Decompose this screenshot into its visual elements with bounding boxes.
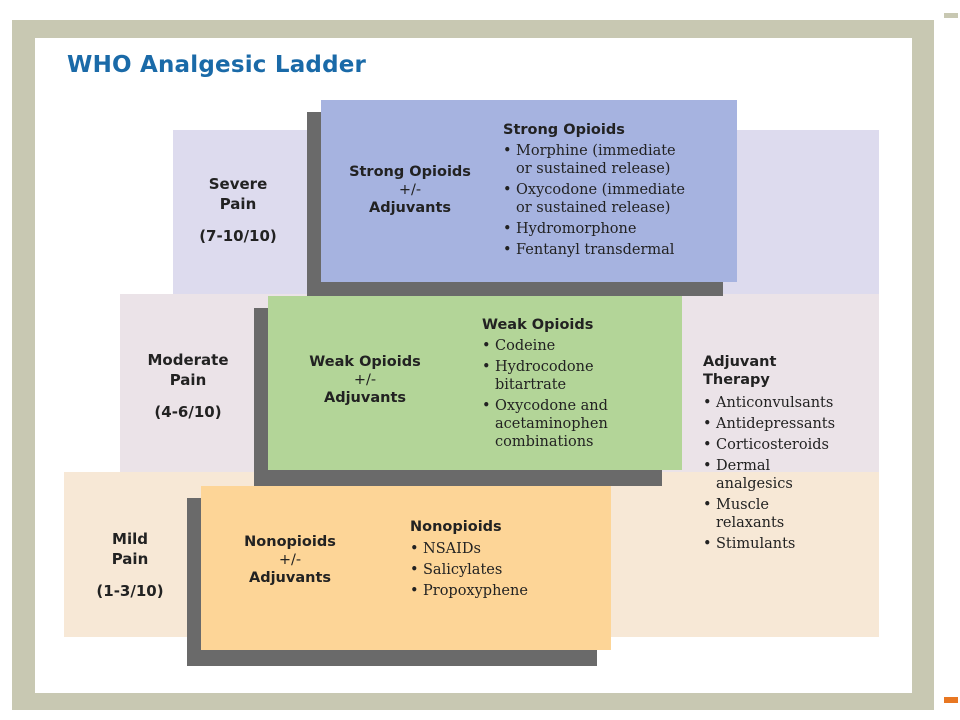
center-label-line: Weak Opioids (309, 354, 421, 370)
nonopioids-list-heading: Nonopioids (410, 519, 502, 535)
strong-opioids-list-heading: Strong Opioids (503, 122, 625, 138)
mild-pain-label: Mild Pain (1-3/10) (76, 529, 184, 601)
list-item: NSAIDs (410, 540, 600, 558)
weak-opioids-list: CodeineHydrocodonebitartrateOxycodone an… (482, 337, 672, 454)
list-item: Fentanyl transdermal (503, 241, 733, 259)
pain-level-word: Pain (111, 550, 149, 568)
list-item: Hydromorphone (503, 220, 733, 238)
corner-mark-bottom (944, 697, 958, 703)
weak-opioids-center-label: Weak Opioids +/- Adjuvants (290, 353, 440, 407)
adjuvant-heading-line: Therapy (703, 372, 770, 388)
moderate-pain-label: Moderate Pain (4-6/10) (128, 350, 248, 422)
center-label-line: +/- (278, 552, 302, 568)
pain-range: (4-6/10) (154, 403, 222, 421)
list-item: Propoxyphene (410, 582, 600, 600)
nonopioids-center-label: Nonopioids +/- Adjuvants (220, 533, 360, 587)
center-label-line: Strong Opioids (349, 164, 471, 180)
list-item: Salicylates (410, 561, 600, 579)
pain-range: (1-3/10) (96, 582, 164, 600)
pain-level-word: Severe (208, 175, 268, 193)
list-item: Stimulants (703, 535, 873, 553)
pain-range: (7-10/10) (199, 227, 277, 245)
severe-pain-label: Severe Pain (7-10/10) (180, 174, 296, 246)
center-label-line: +/- (353, 372, 377, 388)
pain-level-word: Pain (169, 371, 207, 389)
pain-level-word: Pain (219, 195, 257, 213)
diagram-title: WHO Analgesic Ladder (67, 52, 367, 78)
center-label-line: Adjuvants (323, 390, 406, 406)
center-label-line: Nonopioids (244, 534, 336, 550)
pain-level-word: Mild (112, 530, 148, 548)
center-label-line: +/- (398, 182, 422, 198)
corner-mark-top (944, 13, 958, 18)
weak-opioids-list-heading: Weak Opioids (482, 317, 594, 333)
pain-level-word: Moderate (147, 351, 229, 369)
list-item: Anticonvulsants (703, 394, 873, 412)
nonopioids-list: NSAIDsSalicylatesPropoxyphene (410, 540, 600, 603)
adjuvant-heading-line: Adjuvant (703, 354, 777, 370)
list-item: Antidepressants (703, 415, 873, 433)
list-item: Codeine (482, 337, 672, 355)
strong-opioids-center-label: Strong Opioids +/- Adjuvants (330, 163, 490, 217)
adjuvant-therapy-list: AnticonvulsantsAntidepressantsCorticoste… (703, 394, 873, 556)
center-label-line: Adjuvants (368, 200, 451, 216)
center-label-line: Adjuvants (248, 570, 331, 586)
list-item: Corticosteroids (703, 436, 873, 454)
adjuvant-therapy-heading: Adjuvant Therapy (703, 353, 776, 389)
